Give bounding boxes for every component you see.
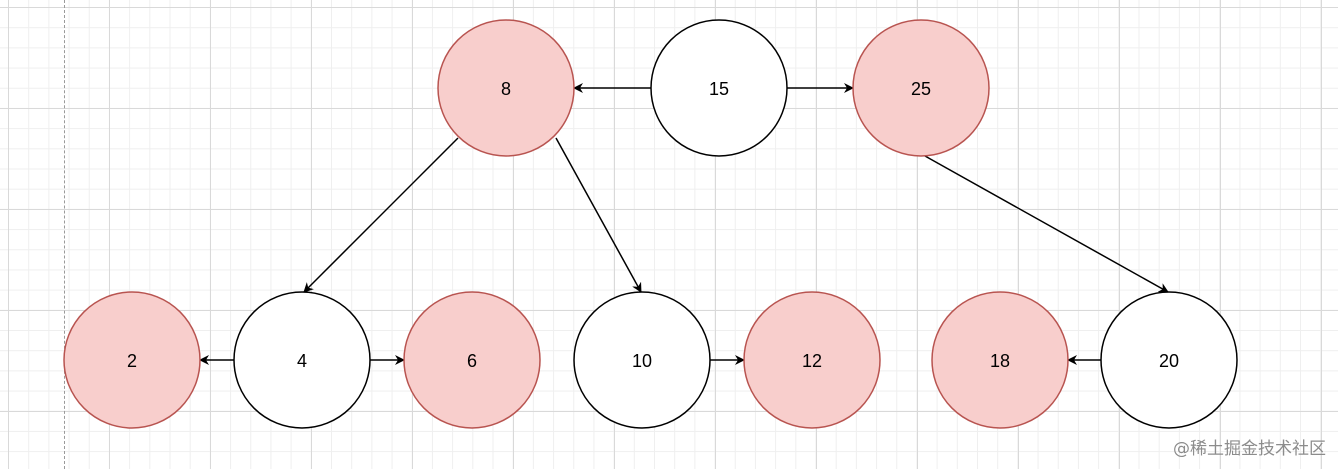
tree-node-18: 18 — [931, 291, 1069, 429]
tree-node-4: 4 — [233, 291, 371, 429]
node-label: 25 — [911, 79, 931, 99]
node-circle — [852, 19, 990, 157]
node-circle — [403, 291, 541, 429]
edge-arrow-n8-n4 — [303, 137, 459, 293]
tree-node-12: 12 — [743, 291, 881, 429]
node-circle — [1100, 291, 1238, 429]
node-circle — [743, 291, 881, 429]
node-label: 8 — [501, 79, 511, 99]
node-circle — [573, 291, 711, 429]
tree-node-10: 10 — [573, 291, 711, 429]
dashed-guide-line — [64, 0, 65, 469]
tree-node-2: 2 — [63, 291, 201, 429]
node-label: 10 — [632, 351, 652, 371]
node-label: 20 — [1159, 351, 1179, 371]
node-circle — [437, 19, 575, 157]
edge-arrow-n25-n20 — [924, 155, 1169, 293]
node-circle — [233, 291, 371, 429]
node-label: 6 — [467, 351, 477, 371]
node-label: 2 — [127, 351, 137, 371]
node-label: 18 — [990, 351, 1010, 371]
node-circle — [63, 291, 201, 429]
node-label: 15 — [709, 79, 729, 99]
tree-node-25: 25 — [852, 19, 990, 157]
node-label: 12 — [802, 351, 822, 371]
watermark-text: @稀土掘金技术社区 — [1173, 439, 1326, 459]
tree-node-6: 6 — [403, 291, 541, 429]
tree-node-20: 20 — [1100, 291, 1238, 429]
node-circle — [931, 291, 1069, 429]
edge-arrow-n8-n10 — [555, 137, 642, 293]
tree-node-8: 8 — [437, 19, 575, 157]
node-label: 4 — [297, 351, 307, 371]
tree-node-15: 15 — [650, 19, 788, 157]
node-circle — [650, 19, 788, 157]
